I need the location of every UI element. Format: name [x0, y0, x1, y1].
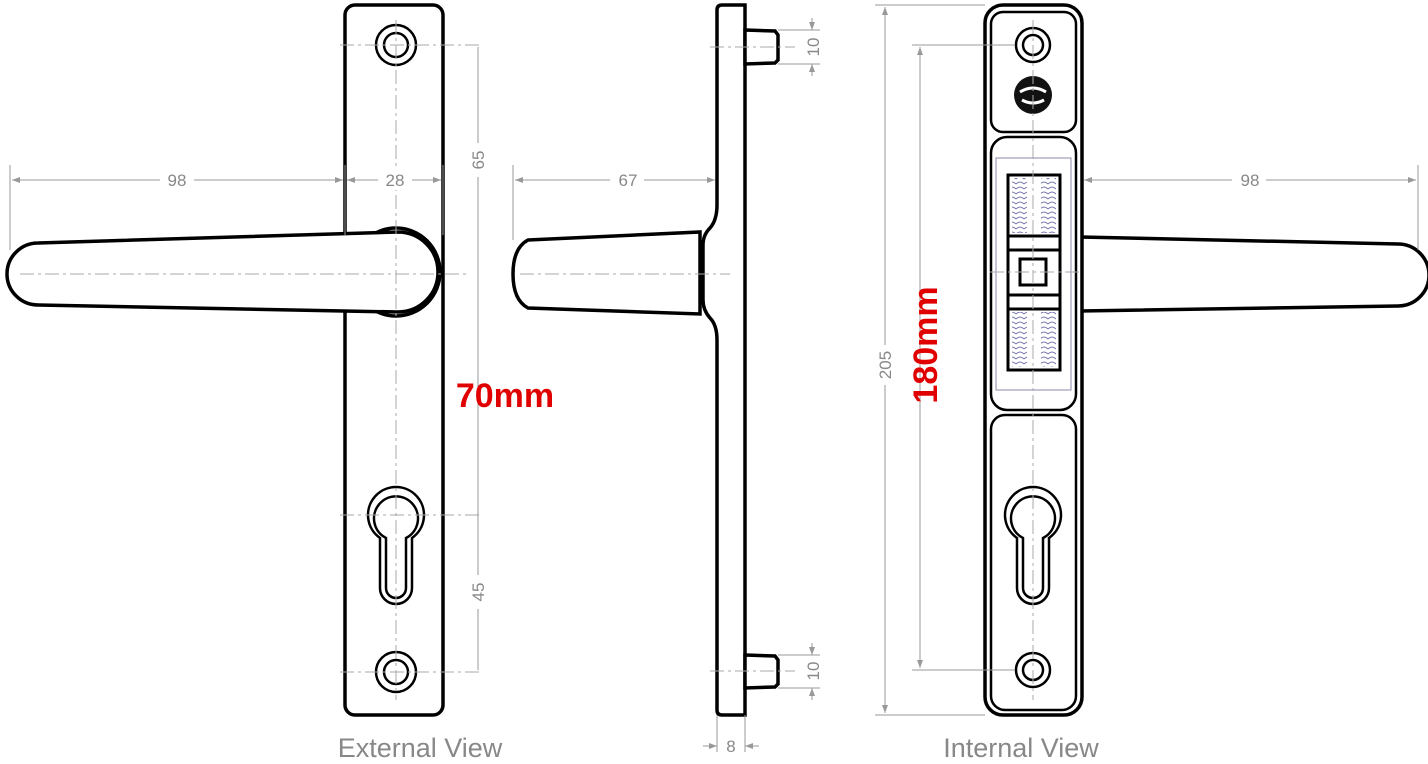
dim-bottom-spigot: 10	[804, 662, 823, 681]
side-view: 67 10 10 8	[511, 3, 823, 756]
dim-top-to-handle: 65	[469, 151, 488, 170]
internal-view: 98 205 180mm Internal View	[875, 3, 1428, 763]
internal-view-caption: Internal View	[943, 733, 1099, 763]
middle-section	[989, 135, 1078, 412]
dim-handle-to-cylinder: 70mm	[456, 377, 554, 415]
backplate	[343, 3, 445, 717]
side-lever	[511, 230, 702, 316]
euro-cylinder-cutout	[366, 485, 426, 606]
external-view-caption: External View	[338, 733, 503, 763]
dim-cylinder-to-bottom: 45	[469, 583, 488, 602]
dim-rose-width: 28	[386, 171, 405, 190]
dim-top-spigot: 10	[804, 38, 823, 57]
euro-cylinder-cutout	[1003, 485, 1063, 606]
dim-internal-lever-length: 98	[1241, 171, 1260, 190]
dim-fixing-centres: 180mm	[907, 286, 945, 403]
dim-plate-thickness: 8	[726, 737, 735, 756]
external-view: 98 28 65 45 70mm External View	[5, 3, 554, 763]
dim-overall-height: 205	[876, 351, 895, 379]
dim-projection: 67	[619, 171, 638, 190]
side-plate	[701, 3, 747, 717]
internal-lever	[1078, 235, 1428, 313]
dim-lever-length: 98	[168, 171, 187, 190]
lever	[5, 230, 440, 314]
